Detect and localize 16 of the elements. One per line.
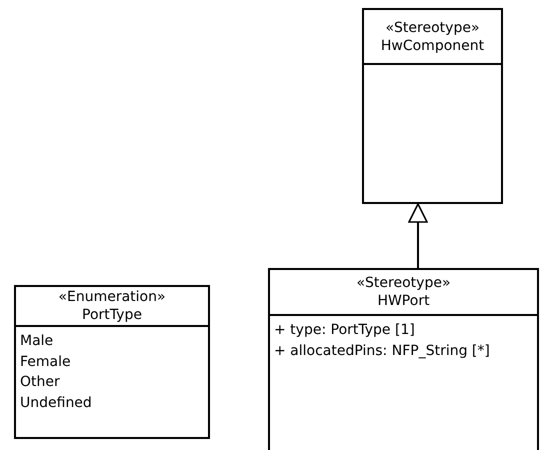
class-name: PortType xyxy=(81,306,143,324)
class-member: Male xyxy=(20,332,54,351)
class-member: + allocatedPins: NFP_String [*] xyxy=(274,342,491,360)
generalization-arrow xyxy=(408,203,428,268)
stereotype-label: «Stereotype» xyxy=(384,18,481,36)
uml-class-box xyxy=(268,268,539,450)
class-name: HwComponent xyxy=(380,36,486,54)
uml-class-box xyxy=(14,285,210,439)
stereotype-label: «Stereotype» xyxy=(355,274,452,292)
class-member: Undefined xyxy=(20,394,93,412)
class-name: HWPort xyxy=(376,292,431,310)
class-member: Other xyxy=(20,373,61,392)
class-member: + type: PortType [1] xyxy=(274,321,416,340)
stereotype-label: «Enumeration» xyxy=(57,288,167,306)
uml-class-box xyxy=(362,8,503,204)
class-member: Female xyxy=(20,352,72,372)
